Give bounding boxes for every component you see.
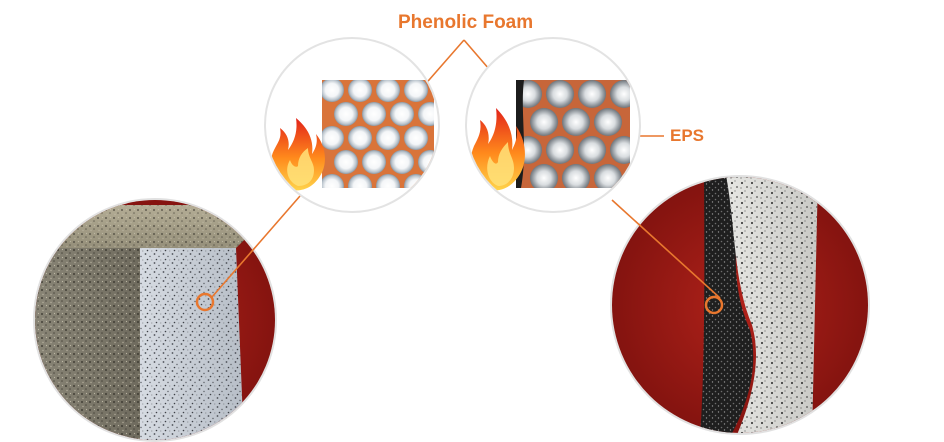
eps-cell-structure (516, 80, 630, 188)
flame-icon (270, 118, 325, 191)
phenolic-cell-structure (322, 80, 434, 188)
flame-icon (470, 108, 525, 191)
eps-closeup (465, 37, 641, 213)
phenolic-block-photo (33, 198, 277, 442)
eps-label: EPS (670, 126, 705, 145)
eps-zoom-marker (704, 295, 724, 315)
eps-block-photo (610, 175, 870, 435)
phenolic-foam-closeup (264, 37, 440, 213)
phenolic-zoom-marker (195, 292, 215, 312)
phenolic-foam-label: Phenolic Foam (398, 12, 534, 33)
